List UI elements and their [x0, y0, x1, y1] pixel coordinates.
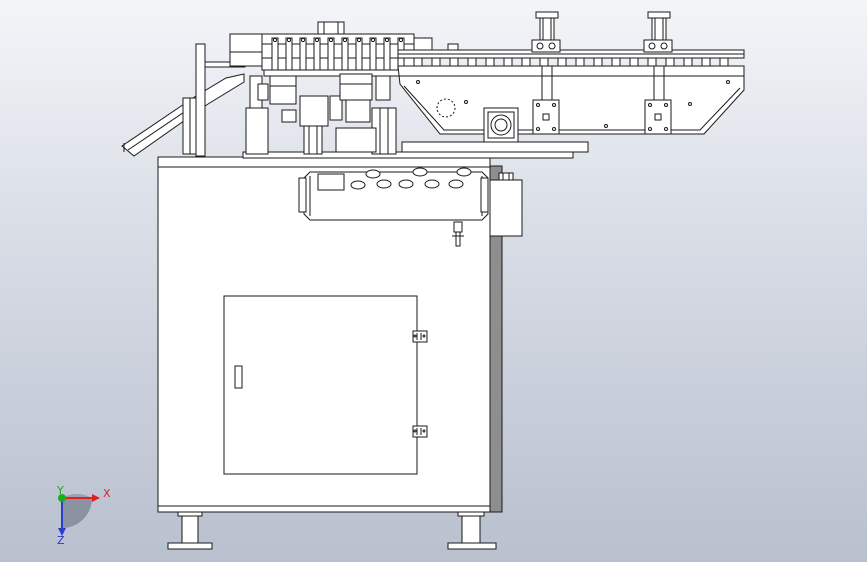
control-panel[interactable]	[298, 167, 489, 247]
z-axis-label: Z	[57, 534, 65, 547]
lift-column-left	[531, 11, 561, 135]
top-deck	[242, 141, 589, 159]
left-frame	[195, 33, 267, 157]
x-axis-label: X	[103, 487, 111, 500]
lift-column-right	[643, 11, 673, 135]
feed-chute	[121, 73, 245, 157]
panel-display	[317, 173, 345, 191]
conveyor-lugs	[413, 57, 729, 67]
conveyor-rail	[397, 43, 745, 59]
conveyor-housing	[397, 65, 745, 135]
drive-motor	[483, 107, 519, 143]
electrical-box	[489, 172, 523, 237]
axis-triad	[58, 493, 100, 536]
y-axis-label: Y	[57, 484, 64, 497]
left-foot	[167, 511, 213, 550]
right-foot	[447, 511, 497, 550]
support-posts	[245, 73, 397, 155]
panel-buttons	[350, 167, 472, 190]
door-hinge-bottom	[412, 425, 428, 438]
door-hinge-top	[412, 330, 428, 343]
door-handle	[234, 365, 243, 389]
cabinet-door[interactable]	[223, 295, 428, 475]
y-axis-dot	[58, 494, 66, 502]
